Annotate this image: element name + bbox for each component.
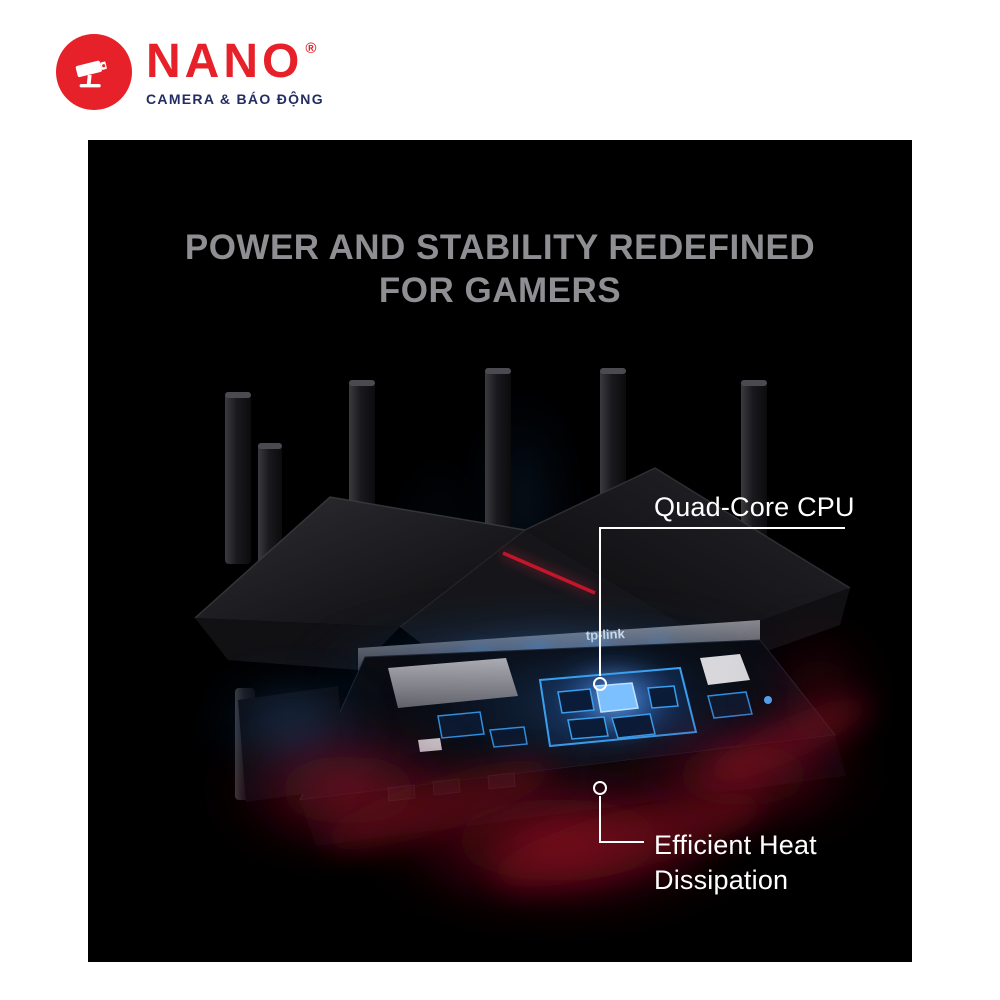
router-exploded-illustration: tp-link <box>194 368 878 915</box>
hero-title: POWER AND STABILITY REDEFINED FOR GAMERS <box>88 226 912 312</box>
cpu-cluster <box>538 664 698 748</box>
callout-quad-core-cpu: Quad-Core CPU <box>654 492 855 522</box>
antenna <box>258 443 282 575</box>
brand-header: NANO ® CAMERA & BÁO ĐỘNG <box>56 34 324 110</box>
antenna <box>225 392 251 564</box>
callout-heat-line2: Dissipation <box>654 865 789 895</box>
metal-shield <box>388 658 518 708</box>
brand-name: NANO <box>146 34 304 88</box>
brand-logo-badge <box>56 34 132 110</box>
antenna <box>349 380 375 530</box>
brand-text-block: NANO ® CAMERA & BÁO ĐỘNG <box>146 34 324 107</box>
callout-cpu-leader <box>593 527 845 691</box>
hero-panel: POWER AND STABILITY REDEFINED FOR GAMERS <box>88 140 912 962</box>
cpu-chip <box>595 682 639 713</box>
antenna <box>485 368 511 528</box>
antenna <box>600 368 626 518</box>
heatsink-block <box>700 654 750 685</box>
callout-heat-leader <box>593 781 644 843</box>
red-heat-smoke <box>208 620 878 915</box>
callout-heat-dissipation: Efficient Heat Dissipation <box>654 828 817 898</box>
brand-tagline: CAMERA & BÁO ĐỘNG <box>146 90 324 107</box>
registered-mark: ® <box>305 39 317 57</box>
cctv-camera-icon <box>75 60 107 88</box>
callout-heat-line1: Efficient Heat <box>654 830 817 860</box>
antenna <box>741 380 767 555</box>
hero-title-line1: POWER AND STABILITY REDEFINED <box>184 228 816 267</box>
hero-title-line2: FOR GAMERS <box>378 271 622 310</box>
